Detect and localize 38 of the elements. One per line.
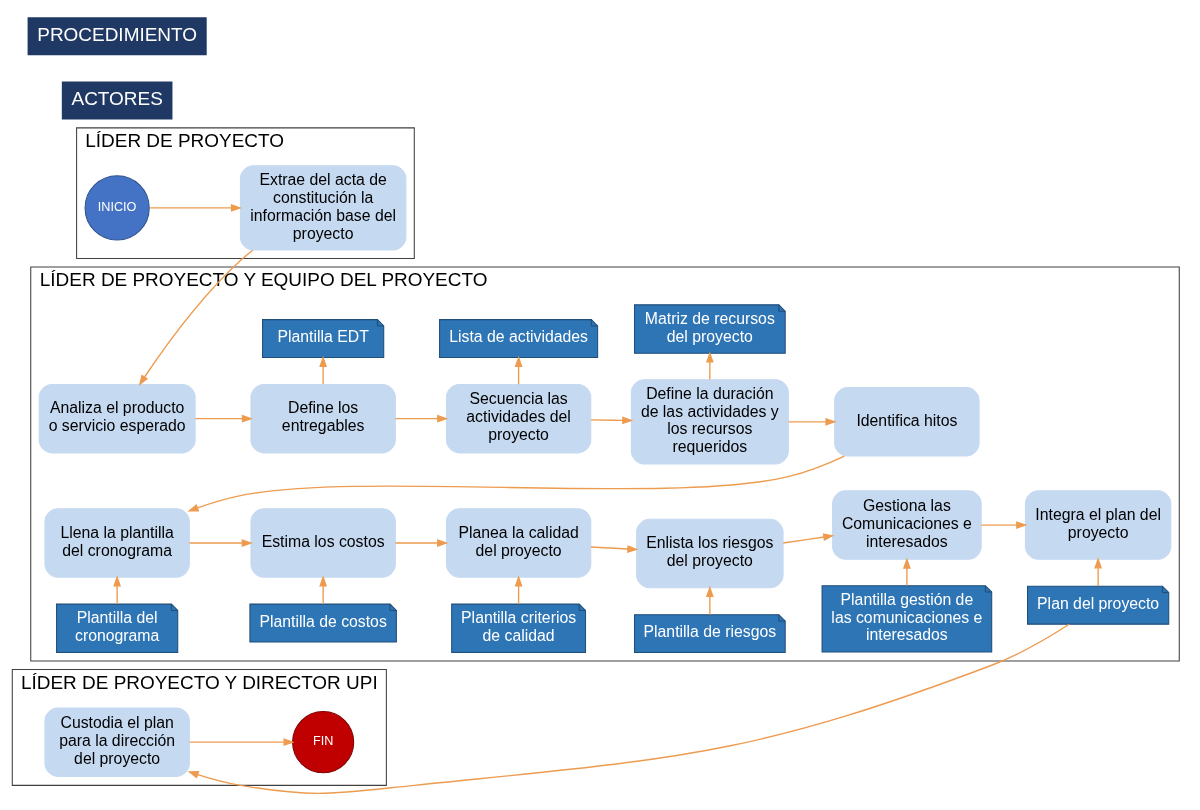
arrow	[188, 538, 253, 547]
arrow	[394, 538, 449, 547]
arrow	[902, 557, 911, 586]
arrow	[113, 574, 122, 605]
arrow	[980, 520, 1028, 529]
node-box: Estima los costos	[250, 507, 396, 578]
label: PROCEDIMIENTO	[37, 23, 198, 45]
node-box: Analiza el producto o servicio esperado	[38, 383, 196, 453]
node-box: Gestiona las Comunicaciones e interesados	[832, 489, 982, 560]
node-box: Define la duración de las actividades y los recursos requeridos	[630, 378, 789, 464]
node-box: Identifica hitos	[834, 386, 980, 457]
arrow	[194, 414, 253, 423]
arrow	[148, 203, 243, 212]
label: ACTORES	[71, 87, 163, 109]
arrow	[319, 574, 328, 605]
arrow	[705, 585, 714, 615]
node-box: Llena la plantilla del cronograma	[44, 507, 190, 578]
arrow	[590, 415, 634, 424]
arrow	[394, 414, 449, 423]
node-circle: INICIO	[84, 174, 150, 241]
arrow	[138, 249, 254, 386]
arrow	[1094, 556, 1103, 587]
arrow	[782, 532, 835, 544]
arrow	[319, 355, 328, 385]
arrow	[705, 350, 714, 380]
node-box: Secuencia las actividades del proyecto	[445, 383, 592, 453]
arrow	[590, 544, 639, 553]
node-box: Define los entregables	[250, 383, 396, 453]
node-box: Planea la calidad del proyecto	[445, 507, 592, 578]
node-box: Enlista los riesgos del proyecto	[636, 518, 784, 588]
arrow	[188, 737, 295, 746]
node-box: Extrae del acta de constitución la información base del proyecto	[239, 164, 407, 251]
node-box: Custodia el plan para la dirección del proyecto	[44, 706, 190, 777]
arrow	[187, 623, 1070, 794]
node-box: Integra el plan del proyecto	[1024, 489, 1172, 560]
arrow	[187, 454, 846, 511]
node-circle: FIN	[292, 710, 355, 773]
arrow	[787, 417, 837, 426]
